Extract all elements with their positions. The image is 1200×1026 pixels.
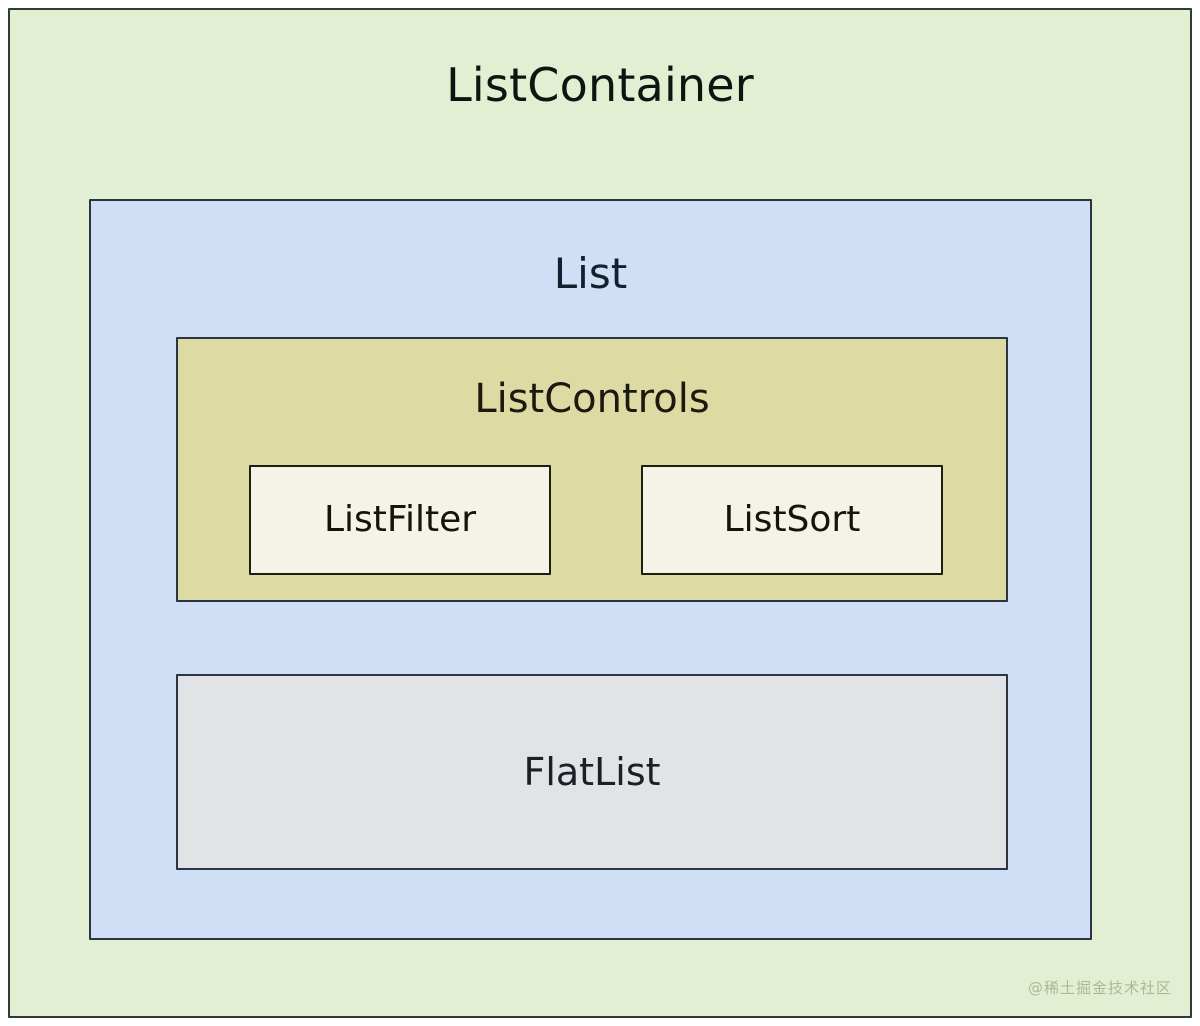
node-list-filter-label: ListFilter xyxy=(323,499,477,540)
controls-children-row: ListFilter ListSort xyxy=(178,465,1006,575)
node-list-sort: ListSort xyxy=(641,465,943,575)
node-list-container: ListContainer List ListControls ListFilt… xyxy=(8,8,1192,1018)
node-list-controls: ListControls ListFilter ListSort xyxy=(176,337,1008,602)
node-flat-list-label: FlatList xyxy=(523,750,661,794)
node-list-container-label: ListContainer xyxy=(446,58,754,112)
node-flat-list: FlatList xyxy=(176,674,1008,870)
node-list-label: List xyxy=(553,249,628,298)
node-list-controls-label: ListControls xyxy=(474,376,710,422)
node-list-filter: ListFilter xyxy=(249,465,551,575)
node-list-sort-label: ListSort xyxy=(723,499,861,540)
watermark-text: @稀土掘金技术社区 xyxy=(1027,979,1172,997)
node-list: List ListControls ListFilter ListSort Fl… xyxy=(89,199,1092,940)
